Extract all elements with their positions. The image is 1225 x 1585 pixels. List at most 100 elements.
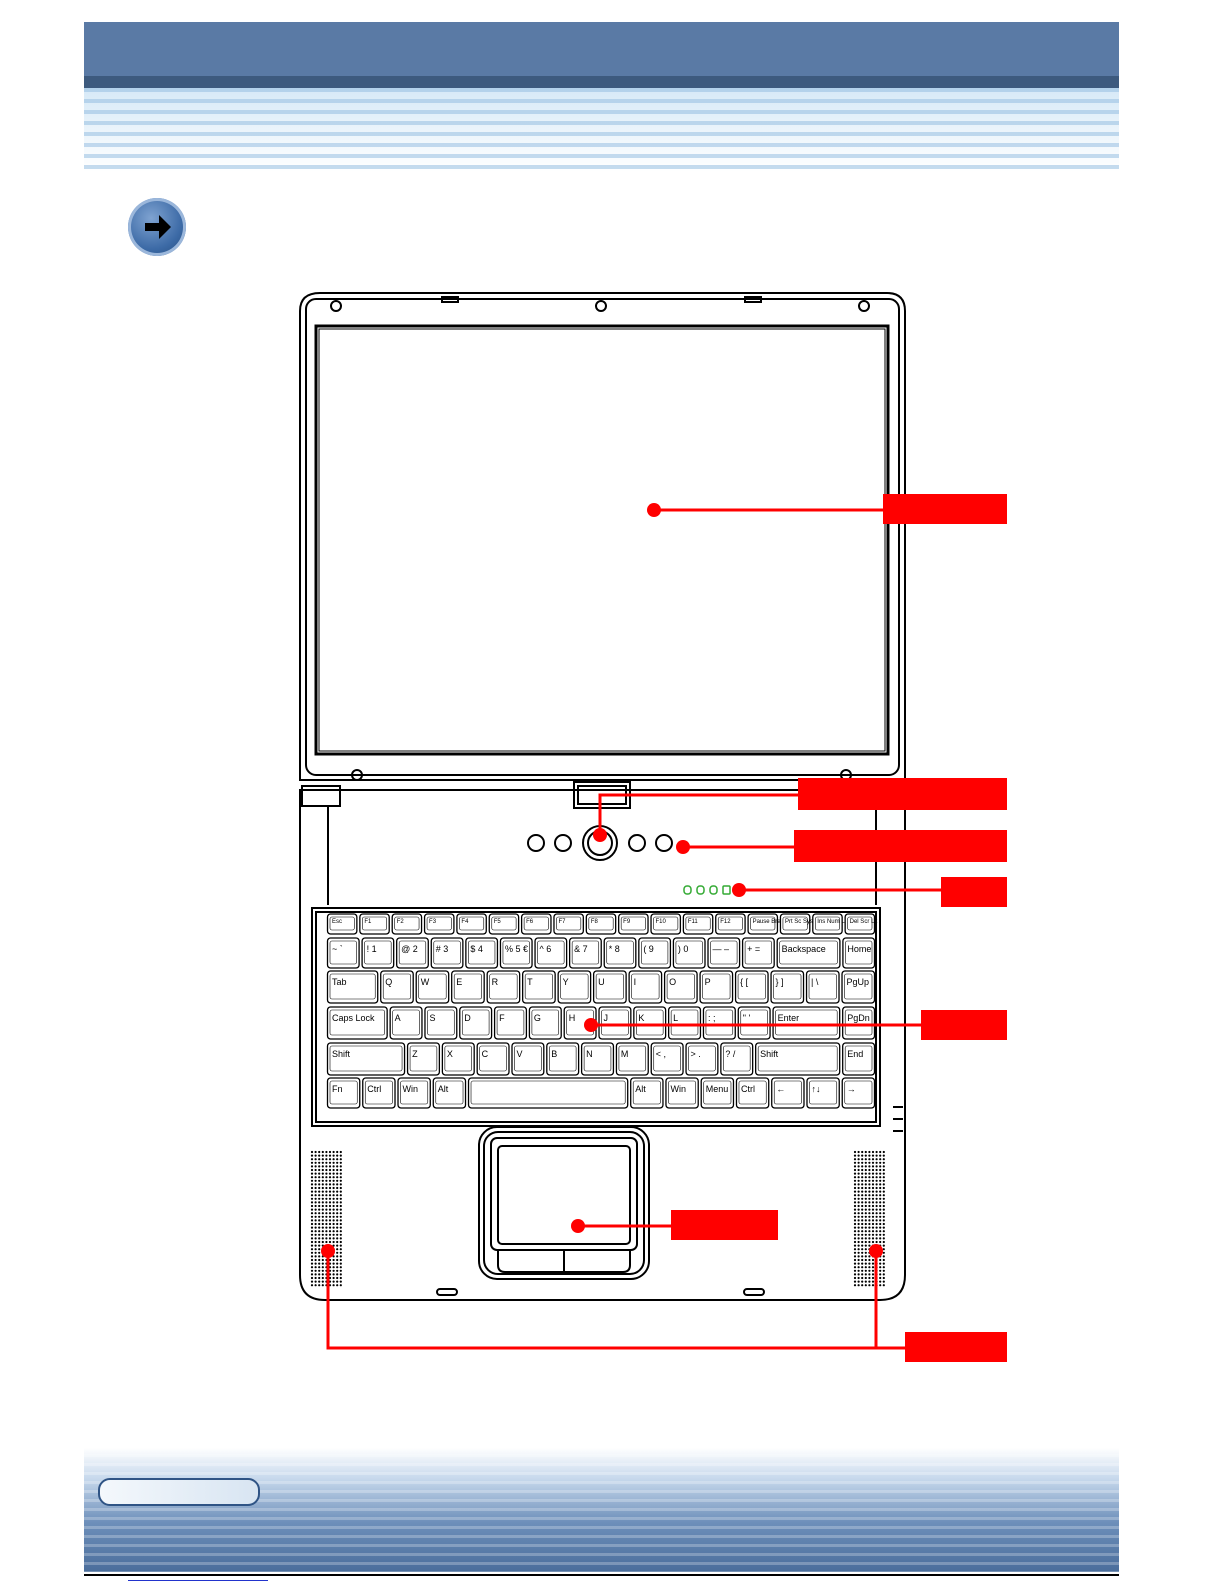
keyboard-key: ) 0	[672, 937, 706, 969]
speaker-hole	[871, 1204, 875, 1208]
speaker-hole	[321, 1172, 324, 1175]
speaker-hole	[871, 1190, 875, 1193]
key-label: @ 2	[401, 944, 418, 954]
speaker-hole	[879, 1240, 882, 1244]
speaker-hole	[310, 1204, 314, 1208]
speaker-hole	[336, 1258, 339, 1262]
speaker-hole	[310, 1194, 314, 1197]
speaker-hole	[332, 1186, 335, 1190]
speaker-hole	[314, 1237, 317, 1240]
speaker-hole	[328, 1201, 332, 1204]
key-label: { [	[740, 977, 749, 987]
speaker-hole	[864, 1280, 867, 1283]
speaker-hole	[857, 1219, 860, 1222]
speaker-hole	[864, 1273, 867, 1276]
speaker-hole	[325, 1179, 328, 1182]
speaker-hole	[882, 1158, 885, 1161]
speaker-hole	[857, 1251, 860, 1254]
key-label: F8	[591, 919, 599, 925]
speaker-hole	[332, 1197, 335, 1200]
speaker-hole	[318, 1204, 321, 1208]
speaker-hole	[857, 1269, 860, 1272]
keyboard-key: Pause Break	[747, 913, 788, 935]
keyboard-key: ( 9	[638, 937, 672, 969]
key-label: End	[847, 1049, 863, 1059]
speaker-hole	[871, 1269, 875, 1272]
speaker-hole	[861, 1168, 864, 1172]
speaker-hole	[864, 1176, 867, 1179]
speaker-hole	[325, 1197, 328, 1200]
speaker-hole	[328, 1161, 332, 1164]
speaker-hole	[875, 1226, 878, 1229]
speaker-hole	[332, 1273, 335, 1276]
speaker-hole	[882, 1161, 885, 1164]
keyboard-key: Ctrl	[735, 1077, 770, 1109]
speaker-hole	[310, 1150, 314, 1154]
speaker-hole	[875, 1237, 878, 1240]
touchpad-callout	[671, 1210, 778, 1240]
speaker-hole	[861, 1165, 864, 1168]
speaker-hole	[314, 1284, 317, 1287]
speaker-hole	[868, 1183, 871, 1186]
key-label: PgDn	[847, 1013, 870, 1023]
speaker-hole	[318, 1255, 321, 1258]
speaker-hole	[310, 1280, 314, 1283]
speaker-hole	[310, 1262, 314, 1265]
speaker-hole	[853, 1244, 857, 1247]
speaker-hole	[857, 1276, 860, 1280]
speaker-hole	[336, 1186, 339, 1190]
speaker-hole	[328, 1172, 332, 1175]
speaker-hole	[310, 1248, 314, 1251]
speaker-hole	[871, 1230, 875, 1233]
keyboard-key: Z	[406, 1042, 441, 1076]
speaker-hole	[864, 1251, 867, 1254]
speaker-hole	[336, 1165, 339, 1168]
speaker-hole	[336, 1215, 339, 1218]
keyboard-key: Shift	[326, 1042, 406, 1076]
keyboard-key: { [	[734, 970, 769, 1004]
speaker-hole	[857, 1255, 860, 1258]
key-label: F11	[688, 919, 699, 925]
speaker-hole	[875, 1150, 878, 1154]
speaker-hole	[868, 1190, 871, 1193]
speaker-hole	[868, 1237, 871, 1240]
speaker-hole	[868, 1172, 871, 1175]
keyboard-key: A	[389, 1006, 423, 1040]
speaker-hole	[861, 1226, 864, 1229]
speaker-hole	[879, 1168, 882, 1172]
speaker-hole	[321, 1237, 324, 1240]
speaker-hole	[336, 1244, 339, 1247]
speaker-hole	[325, 1161, 328, 1164]
speaker-hole	[321, 1262, 324, 1265]
speaker-hole	[318, 1226, 321, 1229]
speaker-hole	[314, 1240, 317, 1244]
speaker-hole	[336, 1154, 339, 1157]
keyboard-key: F9	[618, 913, 649, 935]
speaker-hole	[864, 1284, 867, 1287]
speaker-hole	[321, 1190, 324, 1193]
speaker-hole	[864, 1165, 867, 1168]
speaker-hole	[336, 1248, 339, 1251]
speaker-hole	[868, 1186, 871, 1190]
speaker-hole	[314, 1154, 317, 1157]
speaker-hole	[853, 1237, 857, 1240]
speaker-hole	[321, 1154, 324, 1157]
key-label: # 3	[436, 944, 449, 954]
speaker-hole	[336, 1168, 339, 1172]
speaker-hole	[853, 1158, 857, 1161]
keyboard-key: S	[424, 1006, 458, 1040]
speaker-hole	[853, 1222, 857, 1226]
speaker-hole	[325, 1168, 328, 1172]
speaker-hole	[336, 1190, 339, 1193]
speaker-hole	[861, 1161, 864, 1164]
speaker-hole	[875, 1233, 878, 1236]
page-link-underline[interactable]	[128, 1580, 268, 1581]
speaker-hole	[336, 1237, 339, 1240]
keyboard-key: " '	[737, 1006, 771, 1040]
speaker-hole	[868, 1208, 871, 1211]
speaker-hole	[871, 1237, 875, 1240]
speaker-hole	[853, 1276, 857, 1280]
keyboard-key: Tab	[326, 970, 379, 1004]
speaker-hole	[321, 1183, 324, 1186]
speaker-hole	[332, 1230, 335, 1233]
